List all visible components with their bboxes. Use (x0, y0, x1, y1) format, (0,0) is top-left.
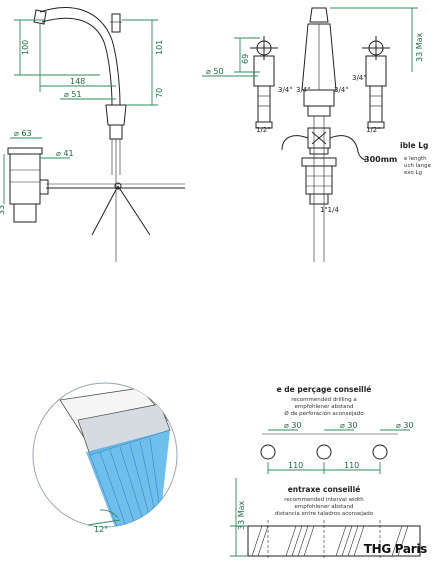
legend-line-1: e length (404, 156, 427, 162)
drilling-line-3: Ø de perforación aconsejado (284, 410, 364, 417)
spout-outline-bottom (41, 17, 113, 106)
interaxis-line-3: distancia entre taladros aconsejado (275, 511, 374, 517)
waste-body (9, 153, 41, 205)
dim-spout-height: 100 (21, 40, 30, 55)
front-view: 33 Max 69 ⌀ 50 3/4" 3/4" 3/4" 3/4" 1/2" … (202, 7, 432, 262)
spout-ring (307, 105, 331, 117)
drilling-line-1: recommended drilling a (291, 397, 357, 403)
dim-base-dia: ⌀ 51 (64, 90, 82, 99)
drilling-plan: e de perçage conseillé recommended drill… (230, 385, 421, 560)
spacing-right: 110 (344, 461, 359, 470)
interaxis-line-2: empfohlener abstand (294, 504, 353, 510)
legend-line-2: uch lange (404, 163, 432, 169)
drilling-line-2: empfohlener abstand (294, 404, 353, 410)
spout-column (301, 23, 337, 91)
left-cross-handle (250, 36, 278, 129)
dim-max-counter: 33 Max (237, 500, 246, 530)
spout-outlet (33, 9, 47, 25)
waste-front (301, 157, 337, 205)
dim-total-height: 101 (155, 40, 164, 55)
drill-hole-left (260, 444, 276, 460)
spout-nut (109, 124, 123, 140)
interaxis-line-1: recommended interval width (284, 497, 364, 503)
top-knob (111, 13, 121, 33)
thread-left: 3/4" (278, 86, 293, 94)
spout-head (309, 7, 329, 23)
drilling-title: e de perçage conseillé (277, 385, 372, 394)
aerator-angle: 12° (94, 525, 108, 534)
hole-dia-3: ⌀ 30 (396, 421, 414, 430)
waste-thread: 1"1/4 (320, 206, 339, 214)
countertop-section (247, 520, 421, 560)
dim-reach: 148 (70, 77, 85, 86)
dim-handle-height: 69 (241, 54, 250, 64)
dim-waste-dia: ⌀ 41 (56, 149, 74, 158)
hose-left (281, 135, 309, 151)
dim-waste-side: 33 (0, 205, 6, 215)
thread-mid-left: 3/4" (296, 86, 311, 94)
right-cross-handle (362, 36, 390, 129)
waste-pivot (39, 179, 49, 195)
hole-dia-1: ⌀ 30 (284, 421, 302, 430)
dim-handle-dia: ⌀ 50 (206, 67, 224, 76)
waste-tail (13, 203, 37, 223)
brand-logo: THG Paris (363, 542, 428, 556)
hose-length: 300mm (364, 155, 397, 164)
inlet-left: 1/2" (256, 126, 271, 134)
drill-hole-center (316, 444, 332, 460)
spout-base (105, 104, 127, 126)
mixing-tee (281, 127, 367, 161)
dim-waste-top: ⌀ 63 (14, 129, 32, 138)
legend-title: ible Lg (400, 141, 428, 150)
aerator-detail: 12° (32, 382, 178, 534)
drill-hole-right (372, 444, 388, 460)
interaxis-title: entraxe conseillé (288, 485, 361, 494)
dim-body: 70 (155, 88, 164, 98)
spacing-left: 110 (288, 461, 303, 470)
thread-right: 3/4" (352, 74, 367, 82)
thread-mid-right: 3/4" (334, 86, 349, 94)
side-view: 100 101 70 148 ⌀ 51 ⌀ 63 ⌀ 41 33 (0, 7, 185, 262)
spout-outline-top (39, 7, 121, 106)
inlet-right: 1/2" (366, 126, 381, 134)
waste-flange (7, 147, 43, 155)
dim-max-front: 33 Max (415, 32, 424, 62)
hole-dia-2: ⌀ 30 (340, 421, 358, 430)
legend-line-3: exo Lg (404, 170, 422, 176)
hose-right (329, 135, 367, 161)
